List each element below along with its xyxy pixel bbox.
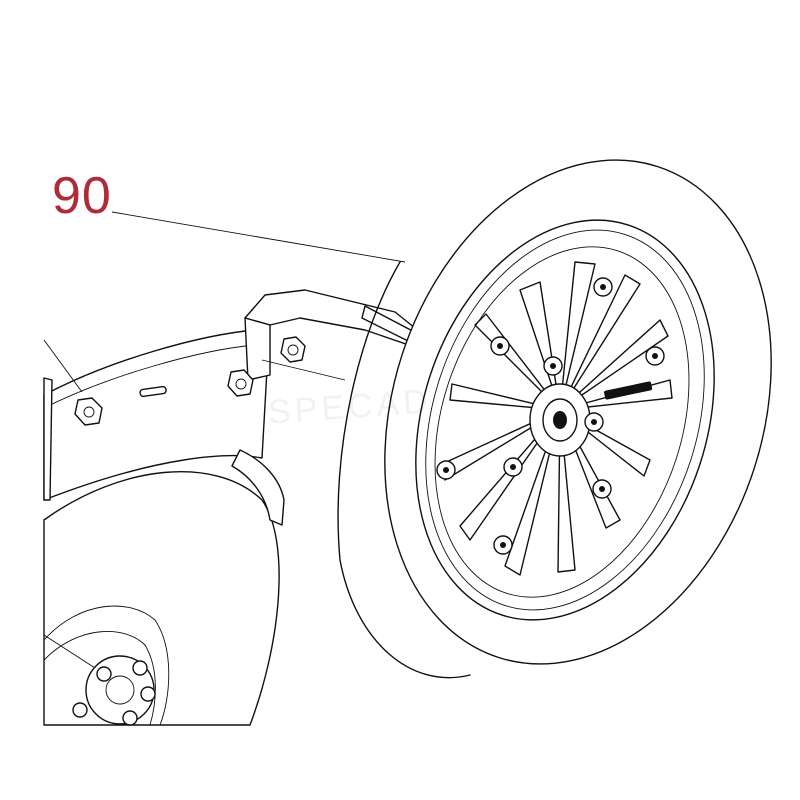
depth-wheel	[337, 159, 772, 679]
frame-arm	[43, 329, 285, 526]
disc-wheel	[43, 470, 280, 726]
part-callout-number: 90	[52, 167, 112, 225]
hex-nuts	[74, 336, 306, 426]
brand-plate	[604, 381, 653, 400]
callout-leader-line	[111, 211, 406, 263]
lug-nuts	[436, 277, 665, 555]
